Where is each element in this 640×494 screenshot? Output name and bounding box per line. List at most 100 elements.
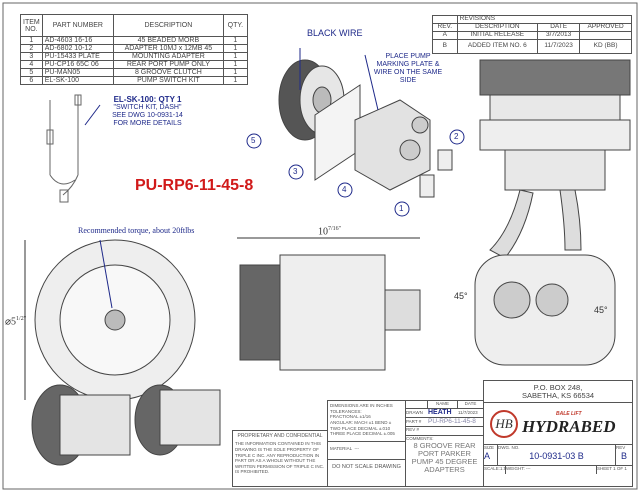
- cell: MOUNTING ADAPTER: [113, 52, 224, 61]
- cell: 2: [20, 44, 43, 53]
- angle-right: 45°: [594, 305, 608, 315]
- cell: [579, 31, 632, 40]
- address-line1: P.O. BOX 248,: [533, 383, 583, 392]
- tol-line: ANGULAR: MACH ±1 BEND ±: [330, 419, 392, 425]
- cell: 1: [222, 60, 249, 69]
- logo-text: HYDRABED: [522, 417, 616, 436]
- material-label: MATERIAL: [330, 445, 353, 451]
- front-view: [24, 239, 196, 401]
- tolerances-block: DIMENSIONS ARE IN INCHES TOLERANCES: FRA…: [327, 400, 406, 487]
- exploded-assembly-view: [278, 48, 453, 198]
- comment-line: PORT PARKER: [418, 448, 471, 458]
- do-not-scale: DO NOT SCALE DRAWING: [328, 458, 405, 475]
- bom-header-part: PART NUMBER: [41, 14, 115, 37]
- cell: KD (BB): [579, 39, 632, 54]
- cell: 11/7/2023: [537, 39, 581, 54]
- material-value: ---: [354, 445, 360, 451]
- name-label: NAME: [428, 401, 458, 408]
- rev-header: REV: [616, 445, 626, 450]
- proprietary-title: PROPRIETARY AND CONFIDENTIAL: [237, 433, 323, 439]
- bom-header-desc: DESCRIPTION: [113, 14, 224, 37]
- switch-kit-title: EL-SK-100: QTY 1: [113, 95, 182, 104]
- cell: 8 GROOVE CLUTCH: [113, 68, 224, 77]
- torque-note: Recommended torque, about 20ftlbs: [78, 226, 195, 235]
- cell: INITIAL RELEASE: [456, 31, 539, 40]
- note-line: PLACE PUMP: [385, 53, 431, 60]
- cell: 1: [222, 36, 249, 45]
- comment-line: PUMP 45 DEGREE: [411, 456, 478, 466]
- tol-line: THREE PLACE DECIMAL ±.005: [330, 431, 395, 437]
- part-value: PU-RP6-11-45-8: [428, 417, 476, 425]
- drawn-date: 11/7/2023: [458, 410, 478, 416]
- note-line: SIDE: [399, 77, 417, 84]
- switch-kit-line2: SEE DWG 10-0931-14: [112, 112, 183, 119]
- switch-kit-note: EL-SK-100: QTY 1 "SWITCH KIT, DASH" SEE …: [100, 96, 195, 128]
- cell: 1: [222, 68, 249, 77]
- cell: 6: [20, 76, 43, 85]
- cell: 1: [222, 44, 249, 53]
- rev-label: REV #: [406, 427, 483, 436]
- cell: REAR PORT PUMP ONLY: [113, 60, 224, 69]
- cell: ADAPTER 10MJ x 12MB 45: [113, 44, 224, 53]
- balloons: [246, 129, 465, 217]
- logo-small: BALE LIFT: [556, 411, 582, 417]
- balloon-3: 3: [293, 167, 298, 176]
- cell: B: [432, 39, 458, 54]
- cell: 3/7/2013: [537, 31, 581, 40]
- cell: 45 BEADED MORB: [113, 36, 224, 45]
- rev-value: B: [620, 450, 627, 461]
- cell: 3: [20, 52, 43, 61]
- cell: 1: [222, 76, 249, 85]
- side-view: [237, 237, 421, 371]
- cell: PUMP SWITCH KIT: [113, 76, 224, 85]
- bom-header-qty: QTY.: [222, 14, 249, 37]
- note-line: MARKING PLATE &: [376, 61, 440, 68]
- cell: AD-6802 10-12: [41, 44, 115, 53]
- dwg-label: DWG. NO.: [498, 445, 520, 450]
- dim-whole: ⌀5: [5, 316, 17, 328]
- comment-line: ADAPTERS: [424, 464, 465, 474]
- cell: PU-15433 PLATE: [41, 52, 115, 61]
- proprietary-text: THE INFORMATION CONTAINED IN THIS DRAWIN…: [235, 441, 325, 475]
- cell: PU-CP16 65C 06: [41, 60, 115, 69]
- length-dimension: 107/16": [318, 226, 341, 237]
- cell: ADDED ITEM NO. 6: [456, 39, 539, 54]
- comment-line: 8 GROOVE REAR: [413, 440, 476, 450]
- drawn-name: HEATH: [428, 408, 452, 416]
- part-title: PU-RP6-11-45-8: [135, 177, 254, 194]
- cell: AD-4603 16-16: [41, 36, 115, 45]
- rev-header: APPROVED: [579, 23, 632, 32]
- diameter-dimension: ⌀51/2": [5, 316, 26, 327]
- comments-label: COMMENTS:: [406, 436, 434, 441]
- tol-line: FRACTIONAL ±1/16: [330, 414, 371, 420]
- switch-kit-line3: FOR MORE DETAILS: [113, 120, 182, 127]
- dwg-number: 10-0931-03 B: [529, 450, 584, 461]
- switch-kit-image: [46, 94, 101, 203]
- sheet: SHEET 1 OF 1: [597, 466, 627, 471]
- cell: 4: [20, 60, 43, 69]
- cell: A: [432, 31, 458, 40]
- cell: PU-MAN05: [41, 68, 115, 77]
- company-logo: HB BALE LIFT HYDRABED: [484, 403, 632, 445]
- rear-view: [474, 254, 616, 366]
- place-pump-note: PLACE PUMP MARKING PLATE & WIRE ON THE S…: [368, 53, 448, 85]
- company-block: P.O. BOX 248, SABETHA, KS 66534 HB BALE …: [483, 380, 633, 487]
- bom-header-item: ITEM NO.: [20, 14, 43, 37]
- balloon-2: 2: [454, 132, 459, 141]
- isometric-views: [31, 384, 221, 466]
- cell: 1: [222, 52, 249, 61]
- size-label: SIZE: [484, 445, 495, 450]
- tol-line: DIMENSIONS ARE IN INCHES: [330, 403, 393, 408]
- proprietary-block: PROPRIETARY AND CONFIDENTIAL THE INFORMA…: [232, 430, 328, 487]
